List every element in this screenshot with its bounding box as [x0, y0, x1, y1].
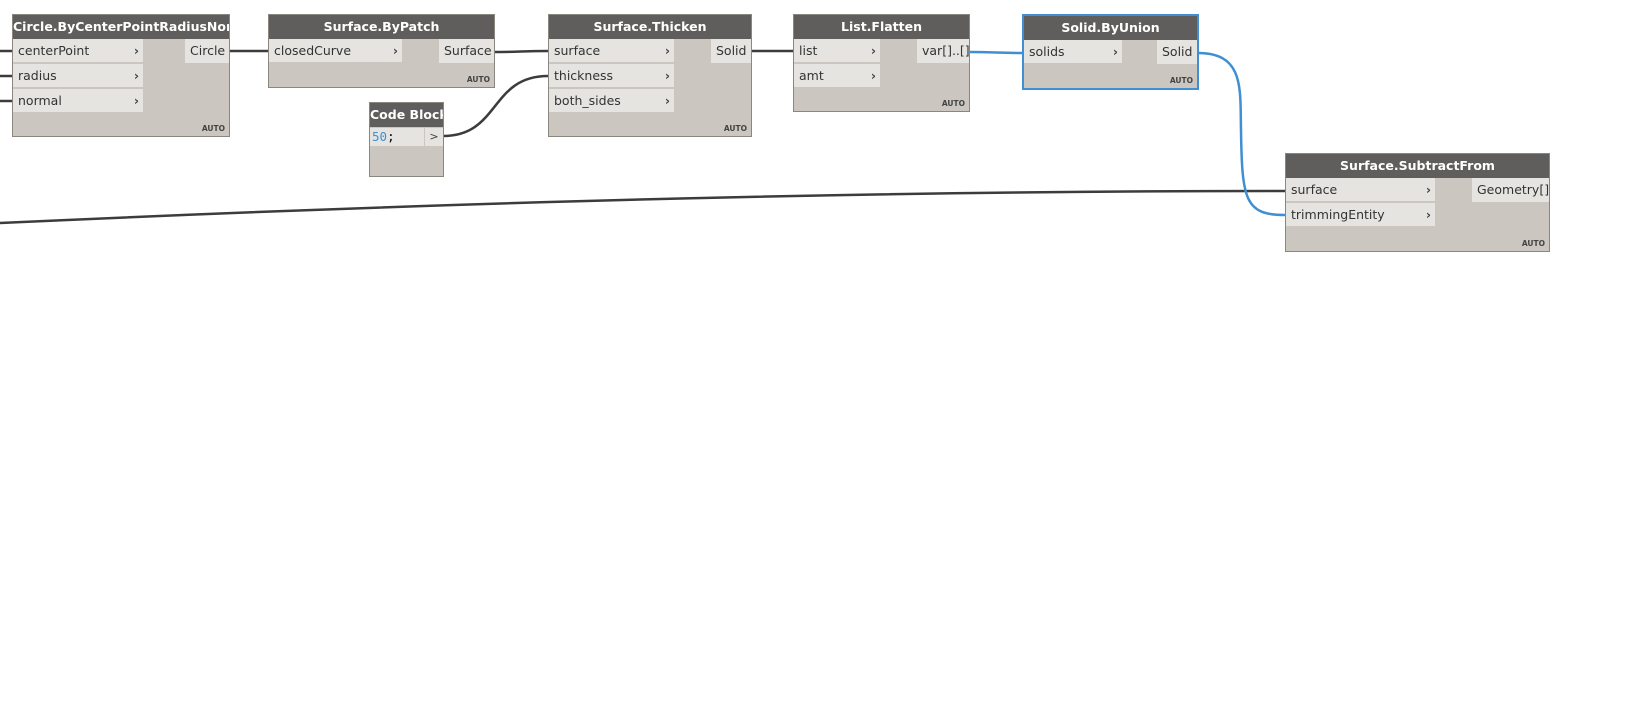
lacing-label[interactable]: AUTO [941, 99, 965, 108]
chevron-right-icon[interactable]: › [870, 68, 876, 83]
chevron-right-icon[interactable]: › [133, 43, 139, 58]
lacing-label[interactable]: AUTO [201, 124, 225, 133]
input-port-amt[interactable]: amt › [794, 64, 880, 88]
chevron-right-icon[interactable]: › [133, 93, 139, 108]
port-label: solids [1029, 44, 1065, 59]
node-title: Code Block [370, 103, 443, 127]
wire-union-to-subtract [1197, 51, 1286, 217]
port-label: trimmingEntity [1291, 207, 1385, 222]
port-label: amt [799, 68, 824, 83]
wire-flatten-to-union [968, 50, 1024, 55]
lacing-label[interactable]: AUTO [466, 75, 490, 84]
port-label: surface [1291, 182, 1338, 197]
input-port-closedCurve[interactable]: closedCurve › [269, 39, 402, 63]
input-port-normal[interactable]: normal › [13, 89, 143, 113]
node-title: Circle.ByCenterPointRadiusNormal [13, 15, 229, 39]
node-flatten[interactable]: List.Flatten list › amt › var[]..[] AUTO [793, 14, 970, 112]
lacing-label[interactable]: AUTO [723, 124, 747, 133]
node-title: Solid.ByUnion [1024, 16, 1197, 40]
input-port-list[interactable]: list › [794, 39, 880, 63]
chevron-right-icon[interactable]: › [133, 68, 139, 83]
port-label: surface [554, 43, 601, 58]
chevron-right-icon[interactable]: › [664, 43, 670, 58]
input-port-trimmingEntity[interactable]: trimmingEntity › [1286, 203, 1435, 227]
output-port[interactable]: Surface [439, 39, 494, 63]
node-title: Surface.SubtractFrom [1286, 154, 1549, 178]
output-port[interactable]: Solid [1157, 40, 1197, 64]
chevron-right-icon[interactable]: › [664, 93, 670, 108]
input-port-surface[interactable]: surface › [549, 39, 674, 63]
input-port-both_sides[interactable]: both_sides › [549, 89, 674, 113]
output-port[interactable]: var[]..[] [917, 39, 970, 63]
input-port-surface[interactable]: surface › [1286, 178, 1435, 202]
node-title: Surface.Thicken [549, 15, 751, 39]
input-port-centerPoint[interactable]: centerPoint › [13, 39, 143, 63]
port-label: normal [18, 93, 62, 108]
port-label: thickness [554, 68, 614, 83]
code-block-node[interactable]: Code Block 50; > [369, 102, 444, 177]
wire-to-subtract-surface [0, 189, 1286, 225]
input-port-solids[interactable]: solids › [1024, 40, 1122, 64]
lacing-label[interactable]: AUTO [1169, 76, 1193, 85]
chevron-right-icon[interactable]: › [392, 43, 398, 58]
input-port-thickness[interactable]: thickness › [549, 64, 674, 88]
wire-code-to-thicken [442, 74, 549, 138]
code-suffix: ; [387, 129, 395, 144]
output-port[interactable]: > [425, 128, 443, 146]
input-port-radius[interactable]: radius › [13, 64, 143, 88]
port-label: both_sides [554, 93, 621, 108]
wire-bypatch-to-thicken [493, 49, 549, 54]
node-circle[interactable]: Circle.ByCenterPointRadiusNormalcenterPo… [12, 14, 230, 137]
node-title: List.Flatten [794, 15, 969, 39]
port-label: centerPoint [18, 43, 90, 58]
port-label: radius [18, 68, 57, 83]
output-port[interactable]: Circle [185, 39, 229, 63]
chevron-right-icon[interactable]: › [870, 43, 876, 58]
node-title: Surface.ByPatch [269, 15, 494, 39]
chevron-right-icon[interactable]: › [664, 68, 670, 83]
chevron-right-icon[interactable]: › [1425, 182, 1431, 197]
chevron-right-icon[interactable]: › [1425, 207, 1431, 222]
lacing-label[interactable]: AUTO [1521, 239, 1545, 248]
chevron-right-icon[interactable]: › [1112, 44, 1118, 59]
port-label: list [799, 43, 818, 58]
output-port[interactable]: Solid [711, 39, 751, 63]
port-label: closedCurve [274, 43, 352, 58]
code-number: 50 [372, 129, 388, 144]
code-input[interactable]: 50; [370, 128, 424, 146]
output-port[interactable]: Geometry[] [1472, 178, 1549, 202]
